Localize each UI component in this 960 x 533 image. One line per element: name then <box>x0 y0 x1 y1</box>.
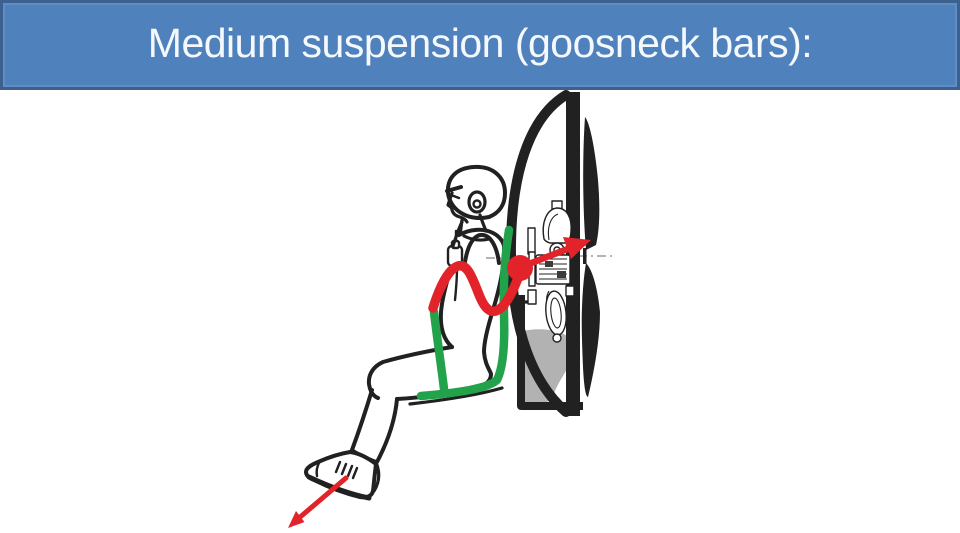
collar <box>462 234 491 242</box>
boot-toe-cap <box>315 459 322 478</box>
propeller <box>581 117 600 397</box>
ear-cover <box>467 190 487 214</box>
fuel-tank <box>519 329 574 407</box>
propeller-hub <box>583 248 587 264</box>
boot-sole <box>306 474 372 501</box>
gooseneck-bar <box>428 261 525 317</box>
helmet <box>445 164 507 220</box>
chest-outline <box>451 220 464 248</box>
shoulder <box>457 227 506 248</box>
second-boot <box>372 463 381 493</box>
illustration-area <box>0 90 960 533</box>
boots <box>304 450 381 501</box>
harness-seat-and-back-strap <box>416 225 514 401</box>
slide-title: Medium suspension (goosneck bars): <box>147 19 813 66</box>
harness <box>416 225 514 401</box>
pilot-figure <box>304 164 507 501</box>
paramotor-suspension-diagram <box>288 90 614 528</box>
harness-front-strap <box>429 307 449 394</box>
back-outline <box>476 244 507 389</box>
helmet-brim <box>445 185 463 193</box>
seat-board <box>408 386 504 406</box>
arm <box>463 232 501 265</box>
thrust-arrow <box>517 237 591 271</box>
foot-force-arrow <box>288 475 349 528</box>
title-banner: Medium suspension (goosneck bars): <box>0 0 960 90</box>
boot-laces <box>334 460 359 480</box>
face-profile <box>446 191 469 224</box>
